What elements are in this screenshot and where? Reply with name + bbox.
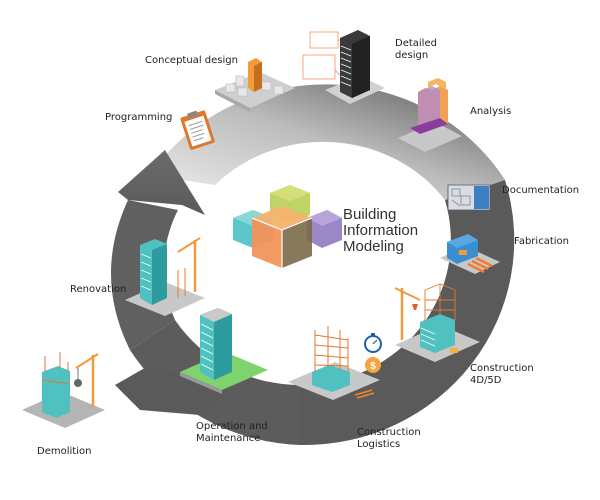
label-line: Detailed — [395, 38, 437, 49]
label-line: 4D/5D — [470, 375, 502, 386]
stage-label-fabrication: Fabrication — [514, 236, 569, 248]
label-line: Construction — [470, 363, 534, 374]
label-line: Logistics — [357, 439, 401, 450]
logo-line-1: Building — [343, 206, 397, 223]
stage-label-conceptual-design: Conceptual design — [145, 55, 238, 67]
ring-top-segment — [150, 84, 505, 200]
analysis-tower-icon — [398, 78, 462, 152]
renovation-building-icon — [125, 237, 205, 316]
label-line: Programming — [105, 112, 173, 123]
label-line: Documentation — [502, 185, 580, 196]
label-line: Maintenance — [196, 433, 261, 444]
detailed-tower-icon — [302, 30, 385, 104]
label-line: Operation and — [196, 421, 268, 432]
label-line: Analysis — [470, 106, 512, 117]
stage-label-programming: Programming — [105, 112, 172, 124]
label-line: Demolition — [37, 446, 92, 457]
stage-label-renovation: Renovation — [70, 284, 126, 296]
blueprint-icon — [447, 184, 491, 211]
coin-dollar-icon: $ — [365, 357, 381, 373]
clipboard-icon — [180, 110, 215, 150]
wrecking-ball-icon — [22, 352, 105, 428]
stage-label-documentation: Documentation — [502, 185, 579, 197]
label-line: Renovation — [70, 284, 127, 295]
label-line: Fabrication — [514, 236, 569, 247]
bim-logo-icon — [233, 185, 342, 268]
logo-line-2: Information — [343, 222, 419, 239]
label-line: Construction — [357, 427, 421, 438]
fabrication-machine-icon — [440, 234, 500, 274]
stage-label-demolition: Demolition — [37, 446, 91, 458]
bim-logo-text: Building Information Modeling — [343, 207, 418, 255]
stage-label-construction-logistics: Construction Logistics — [357, 427, 421, 451]
logo-line-3: Modeling — [343, 238, 404, 255]
stage-label-operation-maintenance: Operation and Maintenance — [196, 421, 268, 445]
stage-label-analysis: Analysis — [470, 106, 511, 118]
stage-label-detailed-design: Detailed design — [395, 38, 437, 62]
ring-arrowhead — [118, 150, 205, 215]
crane-construction-icon — [394, 283, 480, 362]
demolition-branch — [115, 365, 230, 415]
label-line: design — [395, 50, 429, 61]
massing-model-icon — [215, 58, 295, 112]
steel-frame-icon — [288, 326, 380, 400]
green-site-building-icon — [180, 308, 268, 394]
svg-text:$: $ — [370, 361, 376, 372]
stage-label-construction-4d5d: Construction 4D/5D — [470, 363, 534, 387]
label-line: Conceptual design — [145, 55, 238, 66]
stopwatch-icon — [364, 333, 382, 353]
